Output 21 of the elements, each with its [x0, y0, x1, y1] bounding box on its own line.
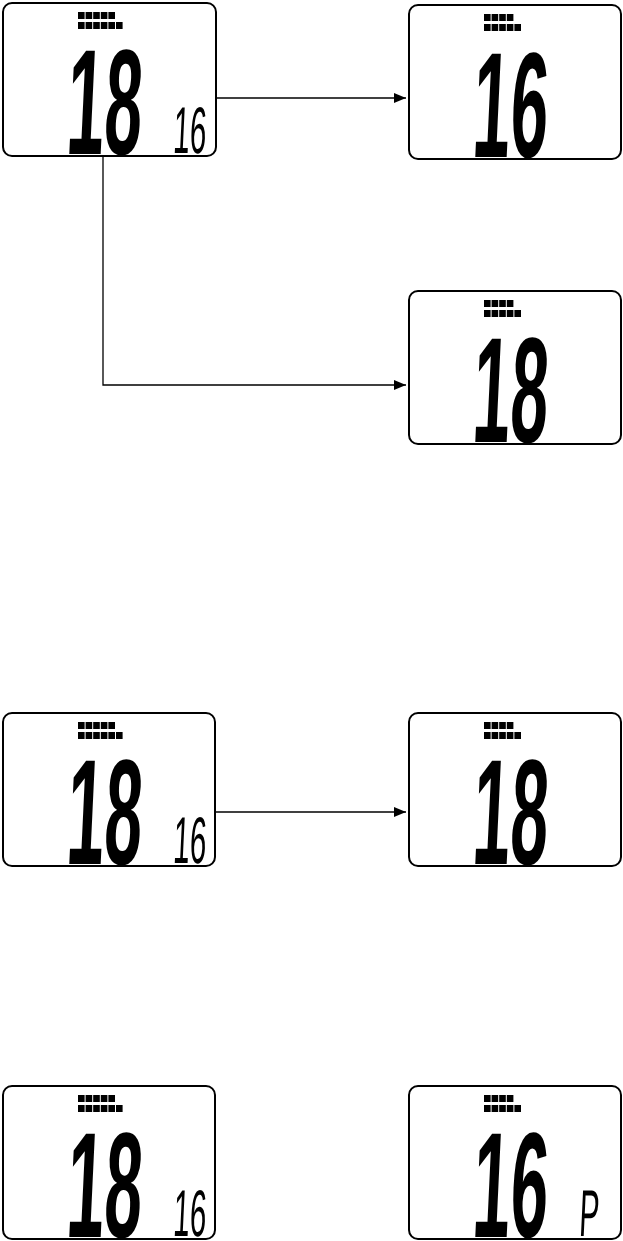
- display-small-digits: 16: [172, 1180, 209, 1241]
- display-digits: 16: [470, 30, 553, 180]
- display-digits: 18: [64, 27, 147, 177]
- arrow: [215, 807, 407, 817]
- display-small-digits: 16: [172, 807, 209, 873]
- lcd-display: [408, 1085, 622, 1240]
- display-small-digits: P: [578, 1180, 601, 1241]
- display-digits: 18: [470, 737, 553, 887]
- display-digits: 18: [470, 315, 553, 465]
- display-small-digits: 16: [172, 97, 209, 163]
- arrow: [216, 93, 407, 103]
- display-digits: 18: [64, 1110, 147, 1241]
- lcd-display: [2, 2, 217, 157]
- lcd-display: [408, 712, 622, 867]
- lcd-display: [2, 1085, 216, 1240]
- lcd-display: [408, 4, 622, 160]
- arrow: [102, 156, 407, 390]
- display-digits: 16: [470, 1110, 553, 1241]
- lcd-display: [2, 712, 216, 867]
- lcd-display: [408, 290, 622, 445]
- display-digits: 18: [64, 737, 147, 887]
